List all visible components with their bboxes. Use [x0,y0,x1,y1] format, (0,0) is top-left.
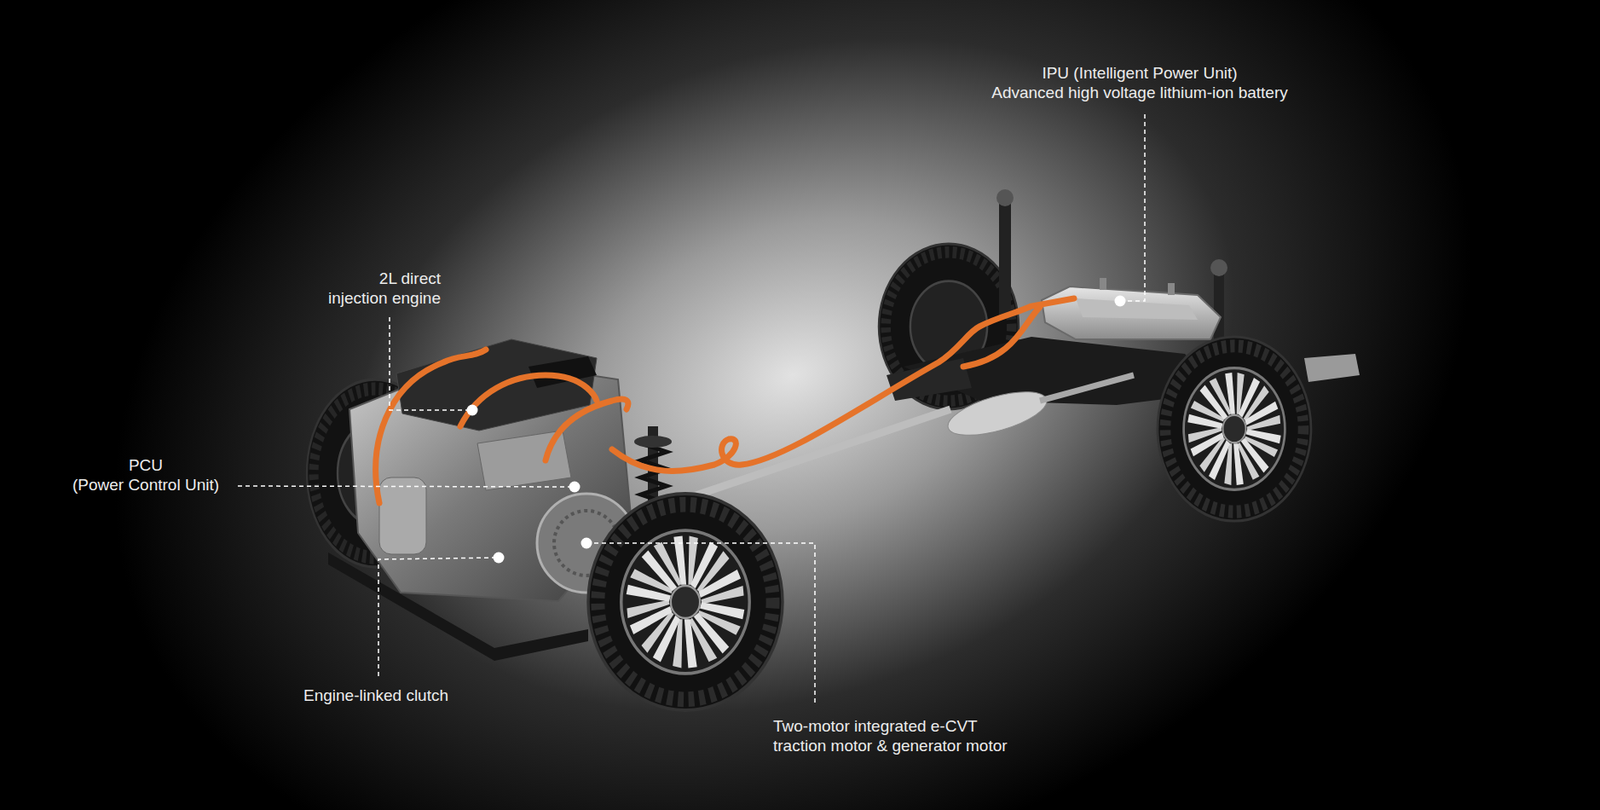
leader-dots [467,295,1127,564]
leader-dot [493,552,505,564]
engine-assembly [349,339,636,601]
leader-dot [467,404,479,416]
part-label: IPU (Intelligent Power Unit) [926,63,1353,83]
leader-dot [1114,295,1127,307]
part-label: Two-motor integrated e-CVT traction moto… [773,716,1021,756]
catalytic-converter [379,477,427,555]
leader-lines [237,114,1145,703]
part-label: Engine-linked clutch [248,685,504,705]
ipu-battery [1041,277,1221,340]
leader-line [1121,114,1145,301]
leader-line [389,317,473,411]
rear-shock [1213,265,1225,343]
part-label: 2L direct injection engine [321,268,441,308]
part-label: (Power Control Unit) [17,474,274,495]
leader-line [586,542,815,703]
part-label: PCU [17,455,274,475]
part-label: Advanced high voltage lithium-ion batter… [926,82,1353,103]
engine-cover [396,339,597,431]
front-near-wheel [588,493,783,711]
leader-dot [569,481,581,493]
tailpipe [1304,353,1360,382]
leader-line [237,485,575,487]
hv-cable [375,298,1075,503]
rear-near-wheel [1157,336,1312,521]
leader-line [378,557,499,676]
rear-shock [999,196,1011,316]
leader-dot [581,537,593,549]
